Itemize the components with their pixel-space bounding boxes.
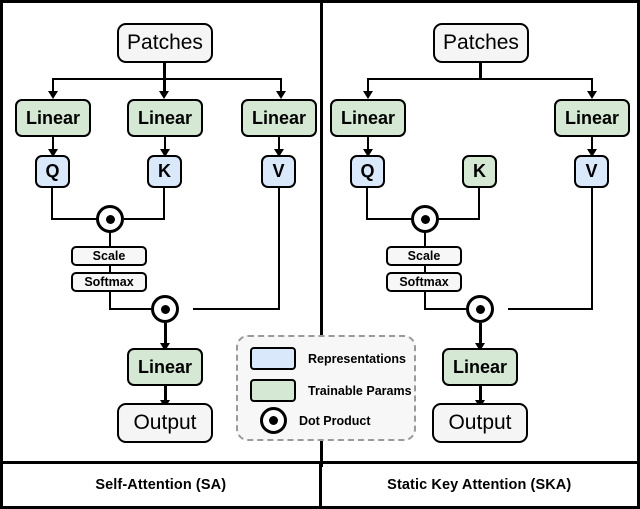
sa-v-down (278, 188, 280, 310)
sa-branch-drop-k (163, 78, 166, 93)
legend-item-trainable-params: Trainable Params (250, 379, 412, 402)
sa-arrow-to-q (48, 149, 58, 157)
sa-branch-bus (52, 78, 280, 80)
sa-q-box[interactable]: Q (35, 155, 70, 188)
legend-label-dot-product: Dot Product (299, 413, 371, 428)
sa-k-to-dot (124, 218, 165, 220)
sa-linear-out-box[interactable]: Linear (127, 348, 203, 386)
sa-arrow-to-k (160, 149, 170, 157)
sa-softmax-down (109, 292, 111, 310)
caption-static-key-attention: Static Key Attention (SKA) (387, 477, 572, 493)
ska-k-to-dot (439, 218, 480, 220)
ska-linear-out-box[interactable]: Linear (442, 348, 518, 386)
sa-dot-product-av (151, 295, 179, 323)
sa-arrow-to-v (274, 149, 284, 157)
sa-output-box[interactable]: Output (117, 403, 213, 443)
sa-link-lineark-k (164, 137, 166, 151)
ska-patches-box[interactable]: Patches (433, 23, 529, 63)
legend-swatch-representations (250, 347, 296, 370)
sa-softmax-to-dot2 (109, 308, 166, 310)
sa-link-linearq-q (52, 137, 54, 151)
sa-arrow-to-linear-out (160, 343, 170, 351)
ska-k-box[interactable]: K (462, 155, 497, 188)
sa-v-to-dot2 (193, 308, 280, 310)
sa-arrow-to-linear-q (48, 91, 58, 99)
sa-scale-to-softmax (109, 265, 111, 274)
sa-arrow-to-linear-v (276, 91, 286, 99)
caption-bar: Self-Attention (SA) Static Key Attention… (3, 461, 637, 506)
ska-softmax-to-dot2 (424, 308, 481, 310)
sa-dot2-to-linearout (164, 323, 167, 345)
ska-arrow-to-linear-out (475, 343, 485, 351)
sa-k-box[interactable]: K (147, 155, 182, 188)
ska-k-down (478, 188, 480, 220)
panel-divider (320, 3, 323, 467)
ska-v-down (591, 188, 593, 310)
sa-linear-q-box[interactable]: Linear (15, 99, 91, 137)
sa-linear-v-box[interactable]: Linear (241, 99, 317, 137)
ska-arrow-to-v (587, 149, 597, 157)
panel-static-key-attention: Patches Linear Linear Q K V Scale Softma… (323, 3, 637, 467)
ska-link-linearq-q (367, 137, 369, 151)
ska-q-down (366, 188, 368, 220)
legend-dot-product-icon (260, 407, 287, 434)
legend-item-representations: Representations (250, 347, 406, 370)
legend-label-trainable-params: Trainable Params (308, 383, 412, 398)
ska-dot-product-av (466, 295, 494, 323)
ska-arrow-to-q (363, 149, 373, 157)
ska-scale-box[interactable]: Scale (386, 246, 462, 266)
sa-linearout-to-output (164, 386, 167, 403)
sa-linear-k-box[interactable]: Linear (127, 99, 203, 137)
sa-branch-drop-q (52, 78, 54, 93)
ska-q-box[interactable]: Q (350, 155, 385, 188)
ska-q-to-dot (366, 218, 412, 220)
sa-branch-drop-v (280, 78, 282, 93)
legend-box: Representations Trainable Params Dot Pro… (236, 335, 416, 441)
sa-k-down (163, 188, 165, 220)
ska-link-linearv-v (591, 137, 593, 151)
ska-branch-drop-q (367, 78, 369, 93)
ska-branch-drop-v (591, 78, 593, 93)
legend-swatch-trainable-params (250, 379, 296, 402)
sa-link-linearv-v (278, 137, 280, 151)
sa-patches-box[interactable]: Patches (117, 23, 213, 63)
legend-label-representations: Representations (308, 351, 406, 366)
sa-dot1-to-scale (109, 231, 111, 247)
sa-v-box[interactable]: V (261, 155, 296, 188)
sa-arrow-to-linear-k (159, 91, 169, 99)
caption-self-attention: Self-Attention (SA) (3, 464, 322, 506)
sa-q-down (51, 188, 53, 220)
sa-scale-box[interactable]: Scale (71, 246, 147, 266)
ska-dot2-to-linearout (479, 323, 482, 345)
sa-q-to-dot (51, 218, 97, 220)
sa-softmax-box[interactable]: Softmax (71, 272, 147, 292)
ska-output-box[interactable]: Output (432, 403, 528, 443)
panel-self-attention: Patches Linear Linear Linear Q K V (3, 3, 416, 467)
sa-patches-stem (163, 63, 166, 79)
ska-dot-product-qk (411, 205, 439, 233)
sa-dot-product-qk (96, 205, 124, 233)
ska-linear-v-box[interactable]: Linear (554, 99, 630, 137)
ska-arrow-to-linear-q (363, 91, 373, 99)
ska-softmax-box[interactable]: Softmax (386, 272, 462, 292)
ska-patches-stem (479, 63, 482, 79)
ska-softmax-down (424, 292, 426, 310)
legend-item-dot-product: Dot Product (250, 407, 371, 434)
ska-linearout-to-output (479, 386, 482, 403)
ska-scale-to-softmax (424, 265, 426, 274)
ska-linear-q-box[interactable]: Linear (330, 99, 406, 137)
ska-arrow-to-linear-v (587, 91, 597, 99)
ska-v-to-dot2 (508, 308, 593, 310)
ska-dot1-to-scale (424, 231, 426, 247)
ska-branch-bus (367, 78, 593, 80)
ska-v-box[interactable]: V (574, 155, 609, 188)
